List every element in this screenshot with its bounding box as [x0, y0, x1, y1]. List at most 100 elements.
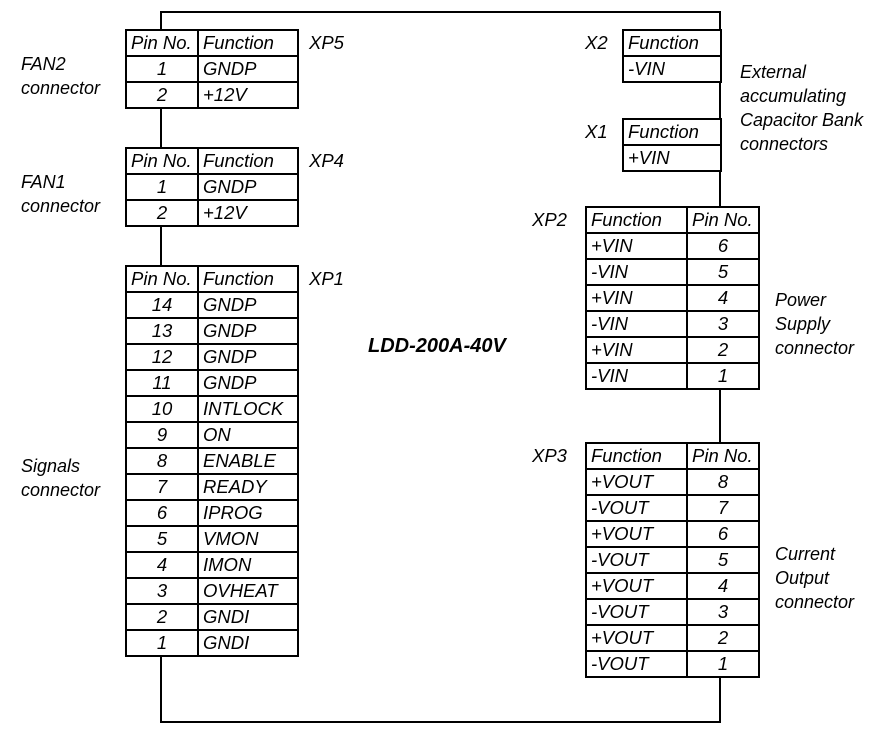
table-header: Function: [622, 118, 722, 146]
pin-cell: 4: [686, 284, 760, 312]
pin-cell: 2: [686, 336, 760, 364]
table-header: Pin No. Function: [125, 29, 299, 57]
signals-label: Signals connector: [21, 454, 100, 502]
xp3-tag: XP3: [532, 445, 567, 466]
function-cell: ENABLE: [197, 447, 299, 475]
pin-cell: 3: [125, 577, 199, 605]
xp5-tag: XP5: [309, 32, 344, 53]
function-cell: +12V: [197, 81, 299, 109]
function-cell: -VOUT: [585, 598, 688, 626]
pin-no-header: Pin No.: [686, 442, 760, 470]
pin-no-header: Pin No.: [125, 29, 199, 57]
function-cell: -VOUT: [585, 650, 688, 678]
label-line: connector: [21, 196, 101, 216]
function-cell: IPROG: [197, 499, 299, 527]
pin-cell: 2: [125, 81, 199, 109]
pin-cell: 1: [125, 55, 199, 83]
function-header: Function: [197, 265, 299, 293]
pin-cell: 1: [125, 173, 199, 201]
pin-cell: 5: [125, 525, 199, 553]
table-row: +VIN: [622, 144, 722, 172]
function-cell: -VIN: [585, 362, 688, 390]
function-cell: +VOUT: [585, 520, 688, 548]
pin-cell: 7: [125, 473, 199, 501]
function-cell: +VOUT: [585, 624, 688, 652]
label-line: connector: [775, 592, 855, 612]
pin-cell: 3: [686, 310, 760, 338]
label-line: Capacitor Bank: [740, 110, 864, 130]
function-header: Function: [622, 118, 722, 146]
function-cell: GNDI: [197, 629, 299, 657]
table-row: 2 +12V: [125, 81, 299, 109]
function-cell: -VIN: [585, 310, 688, 338]
pin-cell: 1: [686, 650, 760, 678]
function-header: Function: [585, 206, 688, 234]
function-cell: VMON: [197, 525, 299, 553]
pin-cell: 1: [686, 362, 760, 390]
function-cell: -VIN: [622, 55, 722, 83]
function-header: Function: [585, 442, 688, 470]
label-line: FAN1: [21, 172, 66, 192]
pin-cell: 5: [686, 258, 760, 286]
function-cell: +VOUT: [585, 468, 688, 496]
pin-cell: 7: [686, 494, 760, 522]
table-header: Function Pin No.: [585, 206, 760, 234]
label-line: connector: [21, 480, 101, 500]
label-line: connector: [775, 338, 855, 358]
pin-cell: 6: [125, 499, 199, 527]
label-line: connector: [21, 78, 101, 98]
label-line: Output: [775, 568, 830, 588]
function-cell: IMON: [197, 551, 299, 579]
table-header: Function Pin No.: [585, 442, 760, 470]
xp4-table: Pin No. Function 1 GNDP 2 +12V: [125, 147, 299, 227]
pin-cell: 9: [125, 421, 199, 449]
pin-cell: 6: [686, 232, 760, 260]
pin-cell: 13: [125, 317, 199, 345]
label-line: FAN2: [21, 54, 66, 74]
table-row: 1 GNDP: [125, 55, 299, 83]
pin-cell: 14: [125, 291, 199, 319]
xp2-tag: XP2: [532, 209, 567, 230]
label-line: connectors: [740, 134, 829, 154]
function-header: Function: [197, 29, 299, 57]
current-output-label: Current Output connector: [775, 542, 854, 614]
x2-tag: X2: [585, 32, 608, 53]
pin-no-header: Pin No.: [125, 147, 199, 175]
label-line: Power: [775, 290, 827, 310]
function-cell: GNDP: [197, 317, 299, 345]
xp4-tag: XP4: [309, 150, 344, 171]
table-row: 1 GNDP: [125, 173, 299, 201]
function-cell: GNDP: [197, 291, 299, 319]
xp5-table: Pin No. Function 1 GNDP 2 +12V: [125, 29, 299, 109]
pin-cell: 2: [125, 199, 199, 227]
function-cell: +VIN: [585, 232, 688, 260]
table-row: 2 +12V: [125, 199, 299, 227]
pin-cell: 2: [125, 603, 199, 631]
function-cell: INTLOCK: [197, 395, 299, 423]
function-header: Function: [197, 147, 299, 175]
function-cell: GNDP: [197, 343, 299, 371]
x1-table: Function +VIN: [622, 118, 722, 172]
pin-cell: 10: [125, 395, 199, 423]
label-line: Signals: [21, 456, 81, 476]
pin-no-header: Pin No.: [686, 206, 760, 234]
function-cell: GNDP: [197, 173, 299, 201]
